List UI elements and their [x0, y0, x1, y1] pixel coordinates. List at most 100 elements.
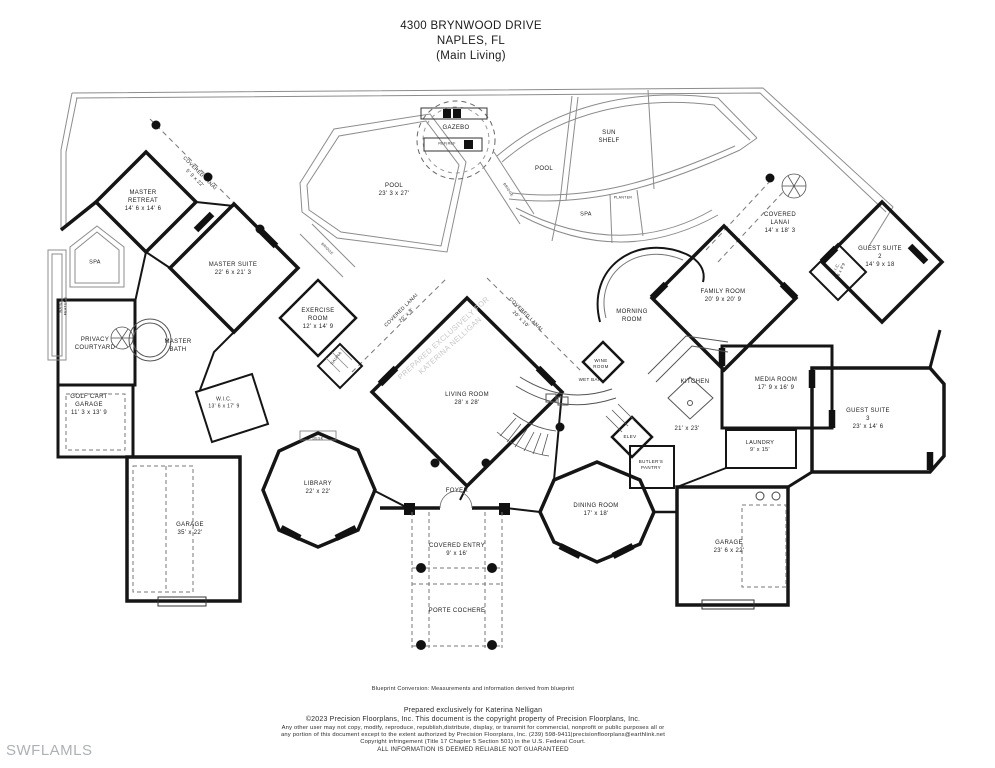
room-label-line: ELEV — [623, 434, 637, 440]
room-label-line: 14' 9 x 18 — [865, 261, 895, 268]
room-label-wic-master: W.I.C.13' 6 x 17' 9 — [208, 396, 239, 409]
entry-porte-cochere — [411, 512, 503, 648]
gazebo-structure — [416, 100, 496, 180]
title-address: 4300 BRYNWOOD DRIVE — [400, 20, 542, 32]
room-label-line: PRIVACY — [80, 337, 110, 344]
water-feature-strip — [47, 225, 125, 361]
blueprint-note: Blueprint Conversion: Measurements and i… — [371, 686, 575, 692]
room-label-line: 13' 6 x 17' 9 — [208, 403, 240, 409]
master-bath-tub — [128, 318, 172, 362]
room-label-line: 23' 3 x 27' — [378, 191, 410, 197]
lanai-columns — [151, 120, 775, 468]
room-label-line: GUEST SUITE — [858, 246, 902, 253]
room-label-line: 2 — [878, 254, 882, 261]
garage-details — [65, 393, 787, 610]
room-label-line: BUTLER'S — [638, 459, 664, 465]
room-label-line: PORTE COCHERE — [428, 608, 486, 615]
room-label-line: 9' x 15' — [750, 447, 770, 453]
room-label-line: DESK — [312, 436, 324, 441]
room-label-line: COVERED — [763, 212, 797, 219]
room-label-line: MASTER — [129, 190, 157, 197]
room-label-porte-cochere: PORTE COCHERE — [429, 608, 486, 616]
room-label-spa-left: SPA — [89, 259, 101, 266]
wet-bar-counter — [515, 376, 617, 406]
room-label-line: LIVING ROOM — [445, 392, 489, 399]
kitchen-counters — [647, 335, 729, 420]
porte-cochere-columns — [416, 563, 497, 650]
footer-prepared-for: Prepared exclusively for Katerina Nellig… — [403, 707, 543, 714]
bridge-walkways — [299, 151, 535, 278]
room-label-line: WATER — [58, 299, 63, 313]
room-label-line: GARAGE — [75, 402, 103, 409]
room-label-line: MEDIA ROOM — [754, 377, 798, 384]
room-label-line: 14' x 18' 3 — [764, 227, 796, 234]
elev-stairs — [605, 403, 635, 433]
room-label-line: COURTYARD — [74, 345, 116, 351]
wall-blocks — [193, 211, 934, 559]
room-label-line: POOL — [534, 166, 554, 173]
room-label-line: 35' x 22' — [177, 530, 203, 536]
sauna-hatch — [325, 347, 353, 373]
room-label-line: RETREAT — [127, 198, 158, 205]
room-label-line: FEATURE — [63, 296, 67, 316]
room-label-line: LIBRARY — [303, 481, 333, 488]
pool-right-band — [496, 89, 758, 244]
room-label-gazebo: GAZEBO — [442, 125, 469, 133]
room-label-line: FOYER — [445, 488, 469, 495]
room-label-line: ROOM — [593, 364, 609, 369]
deck-outline — [60, 87, 894, 247]
pool-left-outline — [299, 113, 467, 253]
spiral-stair-right — [781, 173, 807, 199]
footer-disclaimer: ALL INFORMATION IS DEEMED RELIABLE NOT G… — [377, 746, 569, 753]
room-label-spa-right: SPA — [580, 211, 592, 218]
room-label-desk: DESK — [313, 437, 324, 442]
room-label-kitchen-dims: 21' x 23' — [674, 426, 699, 434]
room-label-gazebo-ref: REF|REF — [438, 142, 455, 147]
room-label-line: 20' 9 x 20' 9 — [704, 297, 742, 303]
room-label-line: FAMILY ROOM — [700, 289, 746, 296]
room-label-line: 9' x 16' — [446, 551, 468, 557]
footer-terms-2: any portion of this document except to t… — [280, 731, 666, 738]
title-city: NAPLES, FL — [436, 35, 506, 47]
room-label-line: MORNING — [616, 309, 648, 316]
room-label-line: GARAGE — [715, 540, 743, 547]
room-label-line: REF|REF — [438, 141, 456, 146]
room-label-line: LAUNDRY — [745, 439, 775, 446]
room-label-line: WET BAR — [578, 377, 602, 383]
room-label-line: SPA — [580, 211, 592, 218]
room-label-line: COVERED ENTRY — [428, 543, 486, 550]
room-label-line: 22' x 22' — [305, 489, 331, 495]
room-label-line: GAZEBO — [442, 125, 470, 132]
room-label-line: 28' x 28' — [454, 400, 480, 406]
living-room-stairs — [496, 412, 557, 457]
room-label-line: 17' 9 x 16' 9 — [757, 385, 795, 391]
room-label-line: 11' 3 x 13' 9 — [70, 409, 108, 416]
room-label-planter: PLANTER — [614, 196, 633, 201]
room-label-line: EXERCISE — [301, 308, 335, 315]
room-label-line: KITCHEN — [680, 379, 710, 386]
room-label-foyer: FOYER — [446, 488, 468, 496]
room-label-elev: ELEV — [624, 434, 637, 440]
room-label-line: WINE — [594, 358, 608, 364]
room-label-line: SUN — [602, 130, 616, 137]
room-label-line: 23' 6 x 22' — [713, 548, 745, 554]
